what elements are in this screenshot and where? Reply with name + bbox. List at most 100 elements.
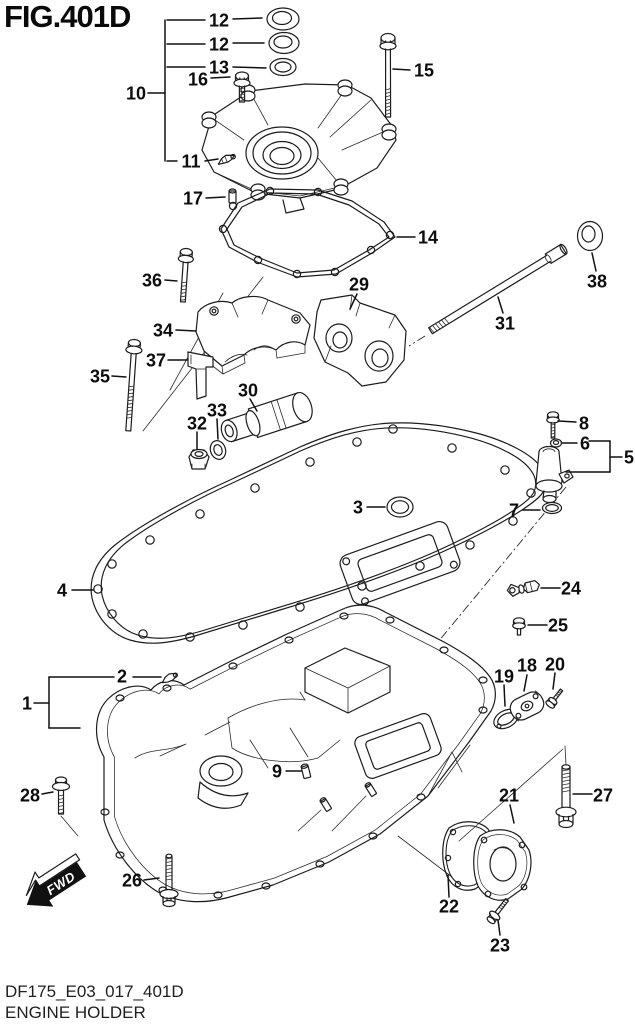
gasket-4-bolt-holes (93, 424, 536, 642)
callout-29: 29 (349, 275, 369, 295)
leader-line-12a (232, 17, 263, 20)
body-1-flange-holes (100, 612, 488, 899)
leader-line-34 (175, 329, 197, 332)
part-anode-cover-18 (509, 690, 545, 722)
callout-11: 11 (181, 152, 200, 172)
leader-line-17 (205, 196, 226, 199)
part-washer-13 (269, 57, 297, 77)
fwd-arrow: FWD (25, 853, 87, 907)
part-nut-32 (188, 448, 210, 470)
leader-line-29 (349, 293, 358, 310)
part-grommet-38 (576, 220, 604, 252)
callout-6: 6 (580, 434, 590, 454)
callout-22: 22 (439, 897, 459, 917)
part-gasket-4 (90, 422, 547, 644)
callout-31: 31 (495, 314, 515, 334)
part-fitting-11 (217, 153, 236, 165)
callout-5: 5 (624, 448, 634, 468)
part-plate-37 (187, 351, 214, 400)
part-bolt-27 (555, 764, 577, 829)
part-bolt-35 (125, 338, 143, 432)
figure-title: FIG.401D (4, 0, 131, 34)
part-mount-29 (313, 294, 407, 387)
part-fitting-5 (535, 445, 574, 504)
leader-line-31 (497, 296, 504, 314)
part-bolt-23 (486, 898, 510, 925)
callout-24: 24 (561, 579, 581, 599)
gasket-14-holes (218, 186, 395, 279)
callout-10: 10 (126, 84, 146, 104)
part-bolt-28 (51, 776, 71, 815)
callout-13: 13 (209, 58, 229, 78)
callout-4: 4 (57, 581, 67, 601)
part-oring-7 (541, 501, 563, 515)
part-pin-17 (228, 188, 237, 204)
callout-23: 23 (490, 936, 510, 956)
callout-26: 26 (122, 871, 142, 891)
part-pin-9 (300, 763, 312, 780)
part-bolt-20 (545, 688, 564, 709)
callout-7: 7 (509, 501, 519, 521)
leader-line-35 (111, 375, 127, 378)
callout-2: 2 (117, 667, 127, 687)
leader-line-26 (143, 877, 160, 881)
callout-20: 20 (545, 655, 565, 675)
callout-14: 14 (418, 228, 438, 248)
callout-30: 30 (238, 381, 258, 401)
callout-33: 33 (207, 401, 227, 421)
callout-27: 27 (593, 786, 613, 806)
callout-9: 9 (272, 762, 282, 782)
callout-36: 36 (142, 271, 162, 291)
cover-10-bosses (201, 79, 397, 201)
callout-28: 28 (20, 786, 40, 806)
part-bolt-26 (159, 853, 179, 908)
callout-16: 16 (188, 70, 208, 90)
leader-line-33 (216, 418, 219, 440)
callout-15: 15 (414, 61, 434, 81)
leader-line-18 (523, 674, 528, 692)
doc-name: ENGINE HOLDER (5, 1003, 146, 1022)
callout-1: 1 (22, 694, 32, 714)
part-mount-34 (195, 295, 311, 375)
callout-37: 37 (146, 351, 166, 371)
callout-8: 8 (579, 414, 589, 434)
leader-line-21 (509, 804, 515, 824)
callout-21: 21 (499, 786, 519, 806)
part-body-1 (95, 604, 496, 903)
callout-34: 34 (153, 321, 173, 341)
part-bushing-30 (220, 391, 313, 443)
leader-line-16 (210, 76, 231, 79)
part-bolt-36 (177, 247, 194, 303)
part-rod-31 (428, 243, 568, 335)
callout-3: 3 (353, 498, 363, 518)
callout-25: 25 (548, 616, 568, 636)
callout-32: 32 (187, 414, 207, 434)
part-cover-10 (201, 79, 397, 214)
callout-17: 17 (183, 189, 203, 209)
part-gasket-14 (218, 186, 396, 279)
leader-line-19 (503, 684, 506, 707)
leader-line-20 (552, 672, 556, 690)
callout-18: 18 (517, 656, 537, 676)
part-washer-33 (209, 440, 227, 460)
callout-12b: 12 (209, 35, 229, 55)
leader-line-30 (249, 398, 258, 412)
part-bushing-6 (549, 438, 563, 448)
gasket-4-inner-rect (339, 521, 461, 606)
callout-19: 19 (494, 667, 514, 687)
leader-line-22 (447, 874, 450, 898)
part-bolt-16 (233, 71, 251, 103)
leader-line-38 (591, 252, 597, 272)
part-fitting-2 (161, 672, 179, 684)
leader-line-11 (204, 158, 219, 162)
leader-line-23 (497, 919, 501, 936)
leader-line-8 (557, 420, 577, 423)
callout-12a: 12 (209, 11, 229, 31)
part-bolt-15 (379, 32, 397, 118)
callout-35: 35 (90, 367, 110, 387)
part-bushing-12a (266, 7, 300, 31)
leader-line-13 (232, 66, 267, 69)
